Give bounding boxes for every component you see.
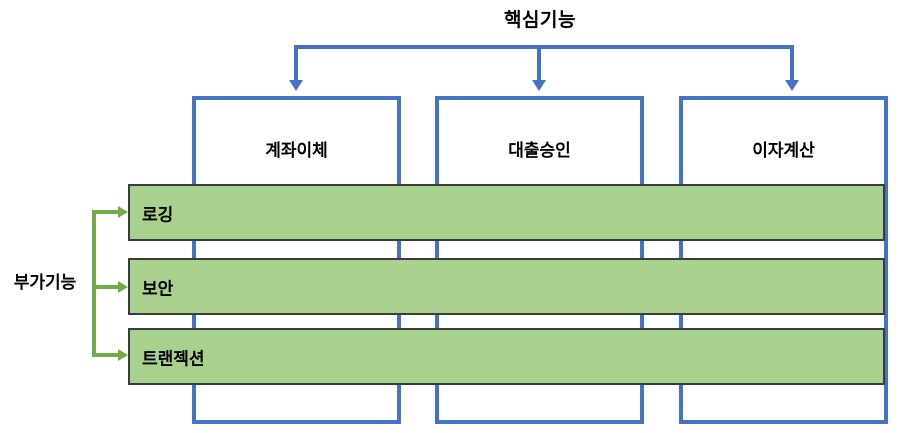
aspect-bar-label-logging: 로깅	[142, 205, 174, 224]
core-column-label-2: 대출승인	[508, 141, 571, 160]
aspect-branch-line-1	[92, 210, 120, 214]
aspect-bar-label-transaction: 트랜젝션	[142, 349, 205, 368]
aspect-branch-line-3	[92, 353, 120, 357]
aspect-bar-transaction[interactable]: 트랜젝션	[128, 328, 885, 385]
core-branch-line-2	[537, 45, 541, 82]
core-column-label-3: 이자계산	[752, 141, 815, 160]
core-column-label-1: 계좌이체	[265, 141, 328, 160]
aspect-bar-security[interactable]: 보안	[128, 258, 885, 315]
aspect-arrow-right-icon-2	[118, 281, 128, 293]
core-arrow-down-icon-1	[289, 80, 303, 91]
core-bus-horizontal-line	[294, 45, 794, 49]
aspect-branch-line-2	[92, 285, 120, 289]
aspect-arrow-right-icon-3	[118, 349, 128, 361]
aspect-bus-vertical-line	[92, 210, 96, 357]
core-branch-line-1	[294, 45, 298, 82]
core-branch-line-3	[790, 45, 794, 82]
core-arrow-down-icon-3	[785, 80, 799, 91]
aspect-functions-title: 부가기능	[13, 273, 77, 292]
aspect-arrow-right-icon-1	[118, 206, 128, 218]
core-arrow-down-icon-2	[532, 80, 546, 91]
core-functions-title: 핵심기능	[504, 10, 576, 31]
aspect-bar-label-security: 보안	[142, 279, 174, 298]
aspect-bar-logging[interactable]: 로깅	[128, 184, 885, 241]
